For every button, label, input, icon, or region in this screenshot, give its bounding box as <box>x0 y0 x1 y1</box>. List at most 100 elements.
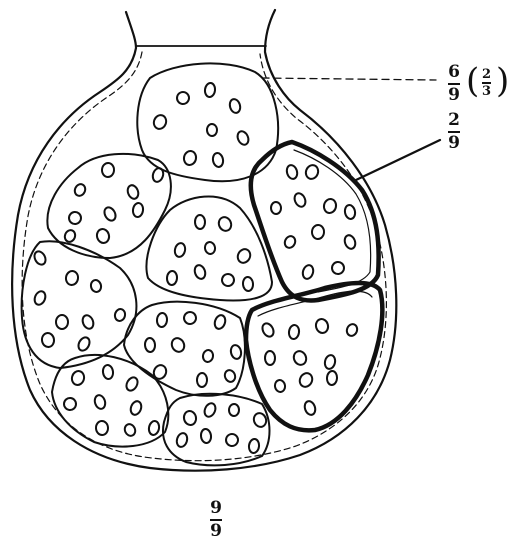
nucleus-icon <box>76 335 91 352</box>
nucleus-icon <box>274 379 286 393</box>
nucleus-icon <box>175 432 188 448</box>
nucleus-icon <box>327 371 338 386</box>
nucleus-icon <box>301 264 315 280</box>
nucleus-icon <box>102 205 118 222</box>
nucleus-icon <box>182 310 197 325</box>
nucleus-icon <box>96 421 109 436</box>
right-leader-line <box>356 140 440 180</box>
nucleus-icon <box>207 124 217 136</box>
nucleus-icon <box>102 163 115 178</box>
nucleus-icon <box>212 152 224 168</box>
cell-bottom <box>163 394 270 466</box>
nucleus-icon <box>123 422 137 437</box>
nucleus-icon <box>132 202 144 217</box>
inner-membrane <box>22 52 386 461</box>
nucleus-icon <box>63 229 77 244</box>
label-paren-denominator: 3 <box>482 85 491 98</box>
nucleus-icon <box>95 228 110 245</box>
nucleus-icon <box>203 402 218 419</box>
nucleus-icon <box>195 215 205 229</box>
open-paren: ( <box>466 64 479 98</box>
nucleus-icon <box>323 198 338 214</box>
nucleus-icon <box>33 290 48 307</box>
nucleus-icon <box>220 272 235 287</box>
nucleus-icon <box>63 397 76 410</box>
nucleus-icon <box>324 354 337 370</box>
nucleus-icon <box>68 211 81 224</box>
nucleus-icon <box>193 264 207 280</box>
nucleus-icon <box>297 371 314 389</box>
nucleus-icon <box>56 315 68 329</box>
nucleus-icon <box>156 313 167 328</box>
nucleus-icon <box>271 202 281 214</box>
nucleus-icon <box>265 351 275 365</box>
nucleus-icon <box>260 321 276 338</box>
nucleus-icon <box>126 184 140 201</box>
nucleus-icon <box>229 404 239 416</box>
label-right-denominator: 9 <box>448 135 460 152</box>
nucleus-icon <box>114 308 127 322</box>
nucleus-icon <box>213 314 227 330</box>
nucleus-icon <box>285 164 298 180</box>
label-right-numerator: 2 <box>448 112 460 129</box>
nucleus-icon <box>202 349 214 363</box>
nucleus-icon <box>223 369 237 384</box>
nucleus-icon <box>235 247 252 265</box>
nucleus-icon <box>312 225 325 240</box>
label-bottom-numerator: 9 <box>210 500 222 517</box>
nucleus-icon <box>124 375 140 392</box>
nucleus-icon <box>197 373 207 387</box>
label-top-numerator: 6 <box>448 64 460 81</box>
close-paren: ) <box>496 64 509 98</box>
nucleus-icon <box>314 318 329 335</box>
nucleus-icon <box>32 249 47 266</box>
label-bottom-fraction: 9 9 <box>210 500 222 540</box>
nucleus-icon <box>148 420 160 436</box>
label-paren-numerator: 2 <box>482 68 491 81</box>
nucleus-icon <box>236 130 251 147</box>
nucleus-icon <box>200 428 212 443</box>
nucleus-icon <box>293 192 308 209</box>
nucleus-icon <box>102 364 114 379</box>
nucleus-icon <box>331 261 344 274</box>
nucleus-icon <box>292 349 309 367</box>
label-right-fraction: 2 9 <box>448 112 460 152</box>
nucleus-icon <box>151 167 165 183</box>
top-leader-line <box>262 78 436 80</box>
nucleus-icon <box>230 344 243 360</box>
nucleus-icon <box>174 242 187 258</box>
nucleus-icon <box>343 234 357 251</box>
nucleus-icon <box>152 113 168 130</box>
nucleus-icon <box>304 163 320 180</box>
nucleus-icon <box>242 277 253 292</box>
nucleus-icon <box>41 332 55 348</box>
nucleus-icon <box>283 234 297 249</box>
nucleus-icon <box>93 394 107 410</box>
label-top-denominator: 9 <box>448 87 460 104</box>
label-bottom-denominator: 9 <box>210 523 222 540</box>
nucleus-icon <box>204 82 216 97</box>
nucleus-icon <box>167 271 178 286</box>
nucleus-icon <box>303 400 317 416</box>
nucleus-icon <box>183 150 198 166</box>
nucleus-icon <box>70 370 85 387</box>
nucleus-icon <box>73 182 87 197</box>
nucleus-icon <box>345 323 359 338</box>
nucleus-icon <box>183 410 198 426</box>
nucleus-icon <box>204 241 216 255</box>
nucleus-icon <box>288 324 300 339</box>
nucleus-icon <box>224 432 240 448</box>
nucleus-icon <box>169 336 186 354</box>
nucleus-icon <box>81 314 96 331</box>
nucleus-icon <box>228 98 241 114</box>
nucleus-icon <box>65 270 79 286</box>
nucleus-icon <box>175 90 191 106</box>
nucleus-icon <box>129 400 143 417</box>
label-top-fraction: 6 9 <box>448 64 460 104</box>
label-top-paren-fraction: 2 3 <box>482 68 491 98</box>
nucleus-icon <box>344 204 356 220</box>
nucleus-icon <box>145 338 156 353</box>
nucleus-icon <box>252 411 268 428</box>
nucleus-icon <box>90 279 103 293</box>
